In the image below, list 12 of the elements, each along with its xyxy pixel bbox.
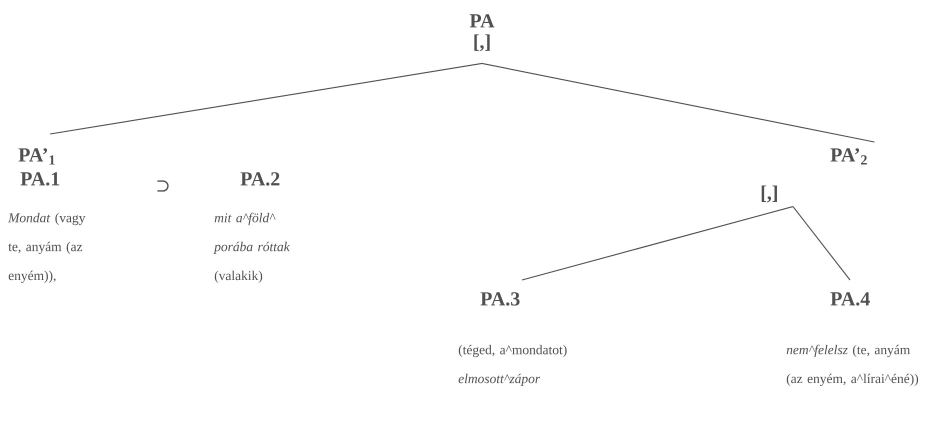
tree-node-label: PA’$_{1}$	[18, 148, 55, 165]
tree-leaf: PA.3 (téged, a^mondatot) elmosott^zápor	[458, 292, 567, 386]
tree-branch-line	[50, 62, 482, 135]
subset-symbol: ⊃	[157, 180, 169, 192]
tree-leaf: PA.4 nem^felelsz (te, anyám (az enyém, a^lírai^éné))	[786, 292, 918, 386]
tree-branch-line	[522, 206, 794, 281]
tree-leaf: PA.1 Mondat (vagy te, anyám (az enyém)),	[8, 172, 86, 283]
tree-branch-line	[482, 62, 874, 143]
tree-node-label: PA [,]	[470, 14, 494, 52]
tree-branch-line	[792, 206, 850, 280]
tree-node-label: PA’$_{2}$ [,]	[762, 148, 867, 202]
tree-leaf: PA.2 mit a^föld^ porába róttak (valakik)	[213, 172, 290, 283]
